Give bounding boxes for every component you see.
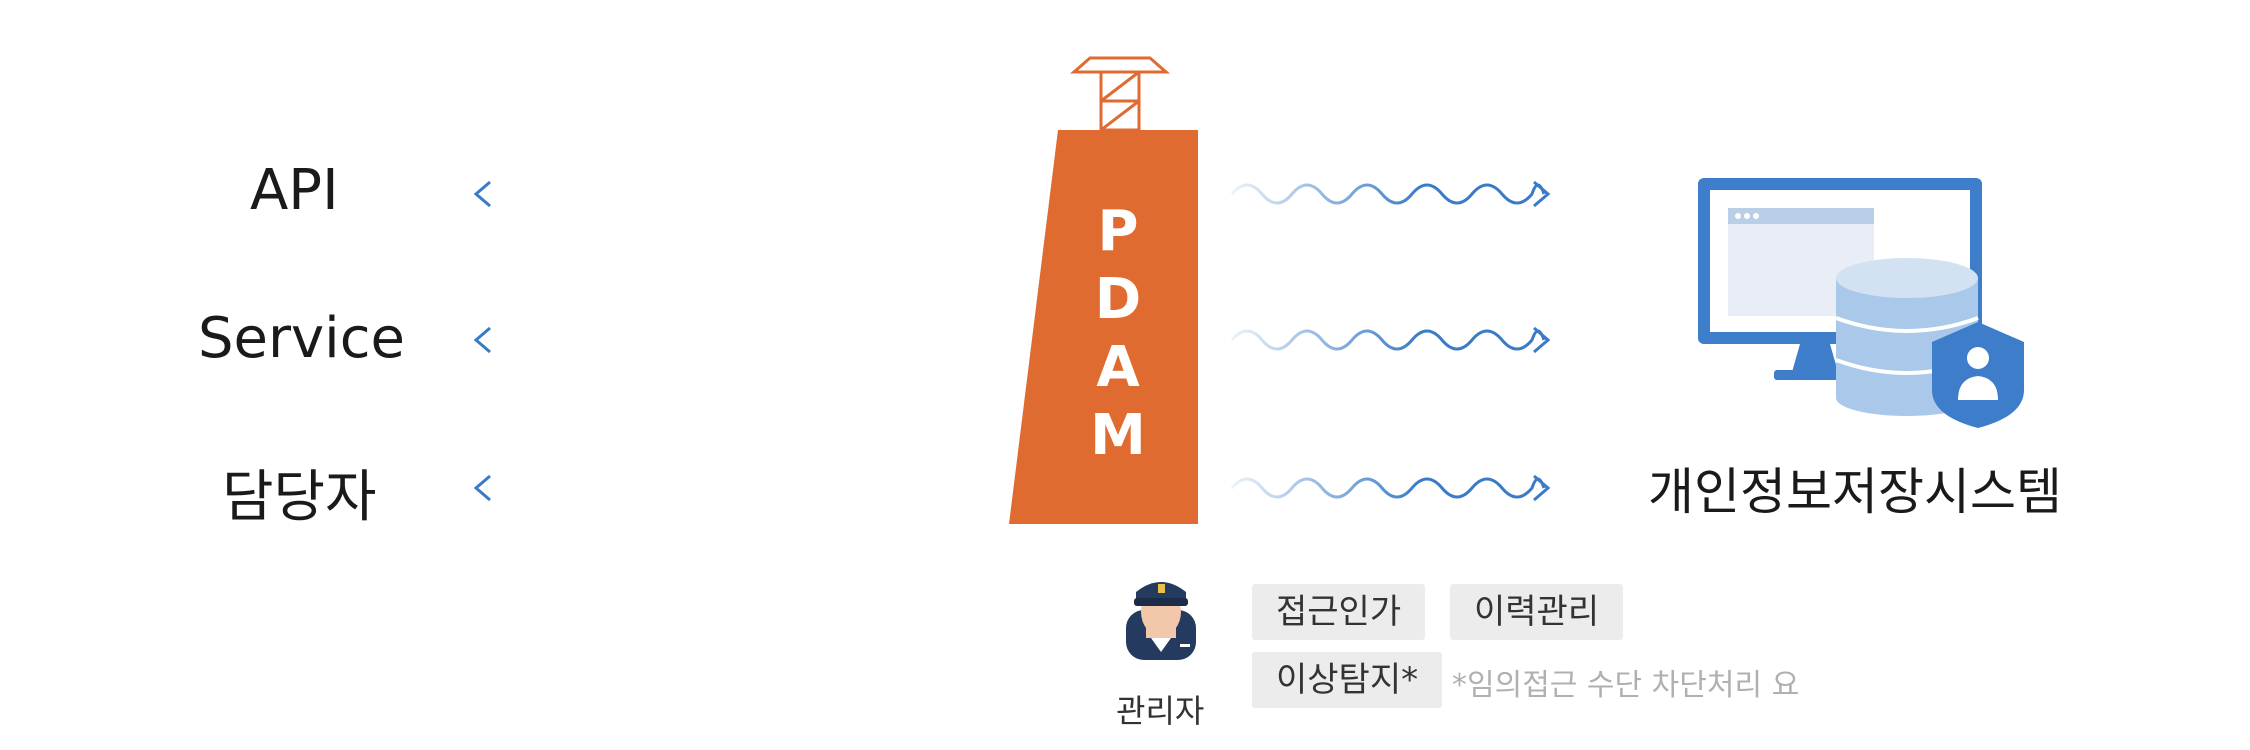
label-manager: 담당자 <box>222 465 377 530</box>
pdam-letter: D <box>1095 267 1141 332</box>
pdam-letter: M <box>1090 403 1146 468</box>
pdam-tower <box>1009 130 1198 524</box>
tag-anomaly-detection: 이상탐지* <box>1252 652 1443 708</box>
label-api: API <box>250 158 339 223</box>
footnote: *임의접근 수단 차단처리 요 <box>1452 668 1800 703</box>
admin-label: 관리자 <box>1116 692 1205 730</box>
tag-access-authorization: 접근인가 <box>1252 584 1426 640</box>
wave-arrow-3 <box>1230 474 1551 502</box>
shield-user-icon <box>1932 322 2024 428</box>
wave-arrow-1 <box>1230 180 1551 208</box>
pdam-letter: P <box>1097 199 1138 264</box>
arrow-to-service <box>473 326 1000 354</box>
arrow-to-api <box>473 180 1010 208</box>
arrow-to-manager <box>473 474 995 502</box>
admin-guard-icon <box>1126 582 1196 660</box>
storage-system-label: 개인정보저장시스템 <box>1648 463 2062 521</box>
pdam-letter: A <box>1096 335 1140 400</box>
tag-history-management: 이력관리 <box>1450 584 1624 640</box>
tower-icon <box>1070 56 1170 132</box>
wave-arrow-2 <box>1230 326 1551 354</box>
label-service: Service <box>198 306 405 371</box>
